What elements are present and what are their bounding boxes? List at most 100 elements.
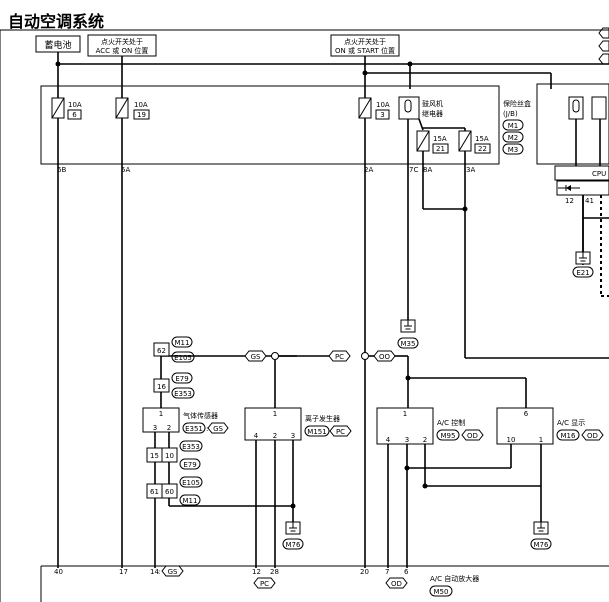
ion-generator-box xyxy=(244,407,302,441)
amp-pin-7: 7 xyxy=(385,568,389,576)
jb-pin-3a: 3A xyxy=(466,166,475,174)
amp-wire-od: OD xyxy=(391,580,402,588)
wire-oo-top: OO xyxy=(379,353,391,361)
fuse-box-name: 保险丝盒 xyxy=(503,99,531,108)
amp-pin-40: 40 xyxy=(54,568,63,576)
ion-gen-pin-3: 3 xyxy=(291,432,295,440)
gas-chain-pin-62: 62 xyxy=(157,347,166,355)
amp-pin-17: 17 xyxy=(119,568,128,576)
ac-display-pin-6: 6 xyxy=(524,410,529,418)
battery-label: 蓄电池 xyxy=(44,39,71,51)
gas-chain-pin-10: 10 xyxy=(165,452,174,460)
ac-display-pin-1: 1 xyxy=(539,436,543,444)
ign-on-start-line2: ON 或 START 位置 xyxy=(335,46,395,55)
ac-control-wire: OD xyxy=(467,432,478,440)
amp-pin-12: 12 xyxy=(252,568,261,576)
fuse-19-amp: 10A xyxy=(134,101,148,109)
gas-chain-conn-m11-bottom: M11 xyxy=(183,497,198,505)
amp-pin-14: 14 xyxy=(150,568,159,576)
ion-gen-pin-2: 2 xyxy=(273,432,277,440)
jb-pin-7c: 7C xyxy=(409,166,418,174)
jb-pin-6b: 6B xyxy=(57,166,66,174)
jb-pin-8a: 8A xyxy=(423,166,432,174)
fuse-21-amp: 15A xyxy=(433,135,447,143)
ac-display-box xyxy=(496,407,554,445)
ion-gen-pin-4: 4 xyxy=(254,432,259,440)
gas-sensor-wire: GS xyxy=(213,425,223,433)
diagram-title: 自动空调系统 xyxy=(8,12,105,31)
relay-label-1: 鼓风机 xyxy=(422,99,443,108)
gas-chain-conn-e353-bottom: E353 xyxy=(182,443,200,451)
fuse-6-num: 6 xyxy=(72,111,77,119)
right-pin-12: 12 xyxy=(565,197,574,205)
ground-e21: E21 xyxy=(576,269,589,277)
ac-display-name: A/C 显示 xyxy=(557,419,585,427)
fuse-3-amp: 10A xyxy=(376,101,390,109)
ac-control-code: M95 xyxy=(441,432,456,440)
ground-m76-left: M76 xyxy=(286,541,301,549)
wire-pc-top: PC xyxy=(335,353,344,361)
fuse-box-outline xyxy=(40,85,500,165)
ac-display-code: M16 xyxy=(561,432,576,440)
gas-chain-conn-m11-top: M11 xyxy=(175,339,190,347)
jb-conn-m3: M3 xyxy=(508,146,519,154)
amp-colon-1: : xyxy=(158,568,160,576)
amp-code: M50 xyxy=(434,588,449,596)
fuse-22-amp: 15A xyxy=(475,135,489,143)
ground-m76-right: M76 xyxy=(534,541,549,549)
amp-pin-28: 28 xyxy=(270,568,279,576)
jb-conn-m2: M2 xyxy=(508,134,519,142)
ion-gen-code: M151 xyxy=(307,428,326,436)
gas-chain-conn-e105-bottom: E105 xyxy=(182,479,200,487)
gas-sensor-box xyxy=(142,407,180,433)
fuse-19-num: 19 xyxy=(137,111,146,119)
ion-gen-wire: PC xyxy=(336,428,345,436)
gas-sensor-code: E351 xyxy=(185,425,203,433)
right-pin-41: 41 xyxy=(585,197,594,205)
ac-control-pin-4: 4 xyxy=(386,436,391,444)
ac-control-box xyxy=(376,407,434,445)
fuse-box-code: (J/B) xyxy=(503,110,518,118)
ac-control-pin-3: 3 xyxy=(405,436,409,444)
amp-wire-gs: GS xyxy=(168,568,178,576)
fuse-6-amp: 10A xyxy=(68,101,82,109)
gas-chain-pin-16: 16 xyxy=(157,383,166,391)
fuse-3-num: 3 xyxy=(380,111,384,119)
ac-control-pin-1: 1 xyxy=(403,410,407,418)
ground-m35: M35 xyxy=(401,340,416,348)
gas-sensor-name: 气体传感器 xyxy=(183,411,218,420)
ion-gen-pin-1: 1 xyxy=(273,410,277,418)
gas-sensor-pin-3: 3 xyxy=(153,424,157,432)
ign-acc-on-line1: 点火开关处于 xyxy=(101,37,143,46)
gas-chain-conn-e79-top: E79 xyxy=(175,375,188,383)
gas-sensor-colon: : xyxy=(206,425,208,433)
ac-control-name: A/C 控制 xyxy=(437,418,465,427)
ign-acc-on-line2: ACC 或 ON 位置 xyxy=(96,46,149,55)
amp-wire-pc: PC xyxy=(260,580,269,588)
ion-gen-name: 离子发生器 xyxy=(305,414,340,423)
jb-pin-5a: 5A xyxy=(121,166,130,174)
fuse-21-num: 21 xyxy=(436,145,445,153)
gas-chain-conn-e105-top: E105 xyxy=(174,354,192,362)
wire-gs-top: GS xyxy=(251,353,261,361)
ac-display-wire: OD xyxy=(587,432,598,440)
jb-pin-2a: 2A xyxy=(364,166,373,174)
gas-chain-conn-e353-top: E353 xyxy=(174,390,192,398)
cpu-label: CPU xyxy=(592,170,606,178)
relay-label-2: 继电器 xyxy=(422,109,443,118)
gas-chain-pin-15: 15 xyxy=(150,452,159,460)
fuse-22-num: 22 xyxy=(478,145,487,153)
gas-chain-conn-e79-bottom: E79 xyxy=(183,461,196,469)
amp-pin-6: 6 xyxy=(404,568,409,576)
amp-pin-20: 20 xyxy=(360,568,369,576)
gas-chain-pin-61: 61 xyxy=(150,488,159,496)
ac-control-pin-2: 2 xyxy=(423,436,427,444)
ign-on-start-line1: 点火开关处于 xyxy=(344,37,386,46)
jb-conn-m1: M1 xyxy=(508,122,519,130)
gas-sensor-pin-2: 2 xyxy=(167,424,171,432)
gas-chain-pin-60: 60 xyxy=(165,488,174,496)
gas-sensor-pin-1: 1 xyxy=(159,410,163,418)
ac-display-pin-10: 10 xyxy=(507,436,516,444)
